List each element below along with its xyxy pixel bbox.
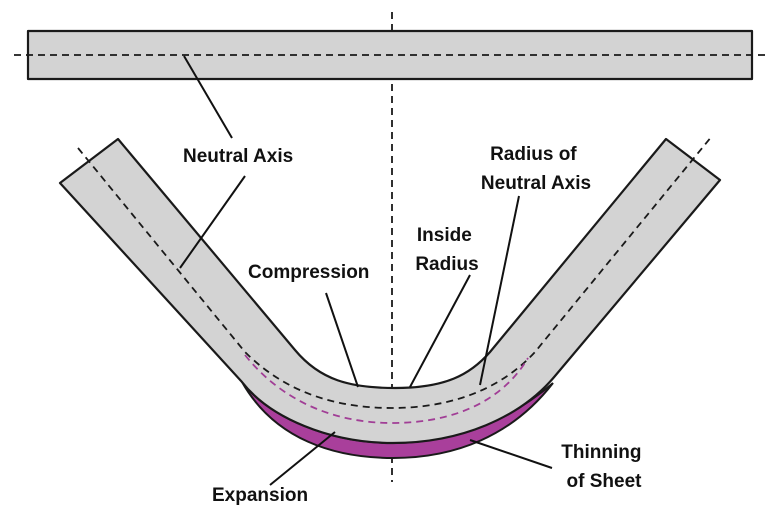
label-inside-radius-line1: Inside [417,225,472,246]
leader-radius-of-neutral-axis [479,195,520,386]
leader-expansion [269,431,336,486]
label-thinning-of-sheet: Thinning of Sheet [561,442,646,492]
label-radius-of-neutral-axis: Radius of Neutral Axis [481,144,591,194]
label-radius-of-neutral-axis-line1: Radius of [490,144,577,165]
leader-thinning-of-sheet [469,439,553,469]
bent-neutral-axis [77,135,713,409]
label-compression: Compression [248,262,369,283]
label-inside-radius-line2: Radius [415,254,478,275]
leader-compression [325,292,359,388]
label-expansion: Expansion [212,485,308,506]
leader-neutral-axis-bottom [179,175,246,269]
label-radius-of-neutral-axis-line2: Neutral Axis [481,173,591,194]
label-neutral-axis: Neutral Axis [183,146,293,167]
leader-inside-radius [409,274,471,388]
bent-sheet [58,137,722,445]
label-thinning-of-sheet-line1: Thinning [561,442,641,463]
label-inside-radius: Inside Radius [415,225,478,275]
leader-neutral-axis-top [183,55,233,139]
label-thinning-of-sheet-line2: of Sheet [567,471,643,492]
inner-axis-dashed [244,354,529,424]
